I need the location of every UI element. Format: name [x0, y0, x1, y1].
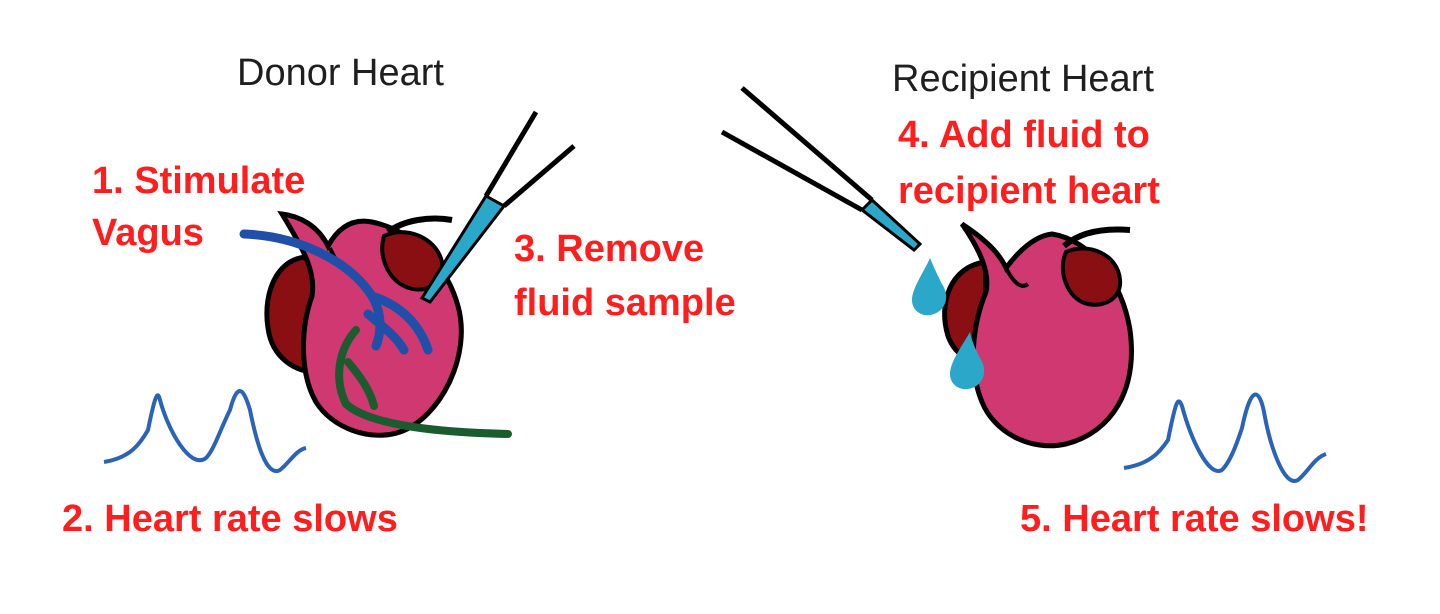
donor-ecg-trace	[103, 389, 307, 474]
donor-pipette	[419, 110, 576, 304]
step4-label-line2: recipient heart	[898, 170, 1160, 212]
donor-heart-title: Donor Heart	[237, 52, 444, 94]
step4-label-line1: 4. Add fluid to	[898, 114, 1150, 156]
step2-label: 2. Heart rate slows	[62, 498, 398, 540]
step3-label-line1: 3. Remove	[514, 228, 705, 270]
vagus-nerve	[239, 229, 433, 355]
step3-label-line2: fluid sample	[514, 282, 736, 324]
donor-heart	[264, 210, 464, 438]
green-nerve	[335, 326, 512, 438]
recipient-ecg-trace	[1123, 392, 1327, 483]
step1-label-line2: Vagus	[92, 212, 204, 254]
fluid-drop-upper	[912, 258, 947, 316]
recipient-right-atrium	[1060, 246, 1123, 307]
recipient-heart-title: Recipient Heart	[892, 58, 1154, 100]
step1-label-line1: 1. Stimulate	[92, 160, 306, 202]
step5-label: 5. Heart rate slows!	[1020, 498, 1369, 540]
fluid-drop-lower	[950, 332, 985, 390]
recipient-pipette	[720, 86, 923, 252]
recipient-heart	[942, 221, 1134, 449]
